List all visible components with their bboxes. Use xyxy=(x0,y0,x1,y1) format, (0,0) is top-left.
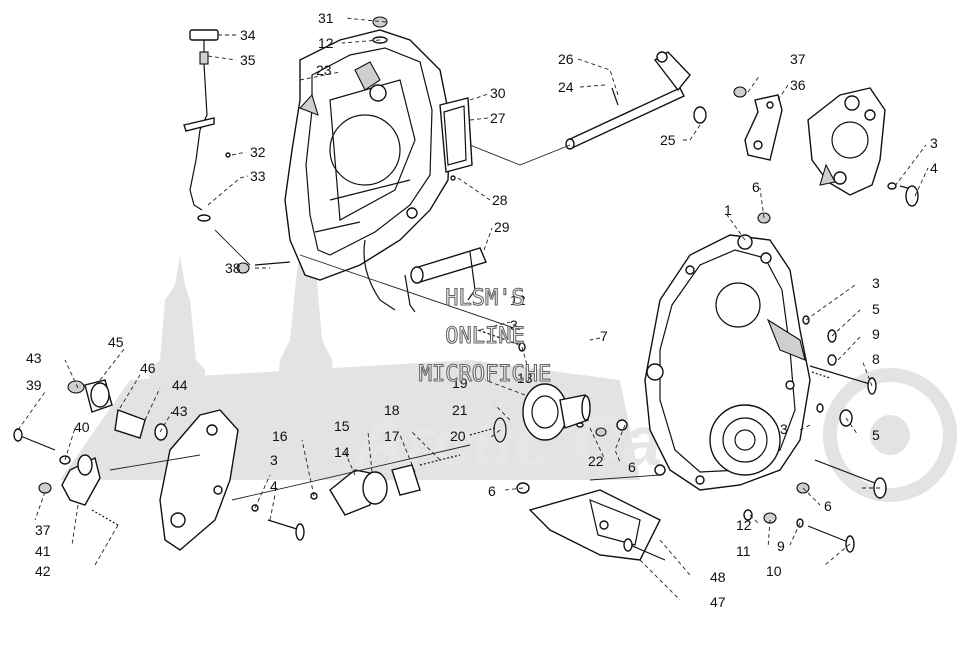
callout-48: 48 xyxy=(710,569,726,585)
callout-43-left: 43 xyxy=(26,350,42,366)
callout-3-right: 3 xyxy=(872,275,880,291)
callout-14: 14 xyxy=(334,444,350,460)
callout-24: 24 xyxy=(558,79,574,95)
skid-block-48 xyxy=(528,489,666,561)
callout-labels: 34 35 32 33 31 12 23 30 27 28 29 38 26 2… xyxy=(26,10,938,610)
callout-35: 35 xyxy=(240,52,256,68)
callout-12-top: 12 xyxy=(318,35,334,51)
callout-8: 8 xyxy=(872,351,880,367)
callout-5-upper: 5 xyxy=(872,301,880,317)
watermark-line-3: MICROFICHE xyxy=(419,362,551,387)
callout-5-lower: 5 xyxy=(872,427,880,443)
callout-28: 28 xyxy=(492,192,508,208)
right-fasteners xyxy=(743,212,887,553)
callout-32: 32 xyxy=(250,144,266,160)
callout-20: 20 xyxy=(450,428,466,444)
callout-42: 42 xyxy=(35,563,51,579)
callout-17: 17 xyxy=(384,428,400,444)
callout-26: 26 xyxy=(558,51,574,67)
callout-39: 39 xyxy=(26,377,42,393)
cap-bolt-31 xyxy=(372,16,388,44)
callout-31: 31 xyxy=(318,10,334,26)
callout-37-left: 37 xyxy=(35,522,51,538)
callout-12-center: 12 xyxy=(510,292,526,308)
callout-19: 19 xyxy=(452,375,468,391)
callout-30: 30 xyxy=(490,85,506,101)
callout-47: 47 xyxy=(710,594,726,610)
leader-lines xyxy=(17,17,929,601)
callout-23: 23 xyxy=(316,62,332,78)
callout-4-top: 4 xyxy=(930,160,938,176)
callout-1: 1 xyxy=(724,202,732,218)
callout-9-lower: 9 xyxy=(777,538,785,554)
callout-16: 16 xyxy=(272,428,288,444)
cover-plate-27 xyxy=(439,97,473,181)
screw-4-top xyxy=(887,182,919,207)
left-small-parts xyxy=(13,261,305,541)
callout-45: 45 xyxy=(108,334,124,350)
callout-6-center: 6 xyxy=(628,459,636,475)
callout-4-left: 4 xyxy=(270,478,278,494)
callout-43-right: 43 xyxy=(172,403,188,419)
callout-41: 41 xyxy=(35,543,51,559)
dipstick-assembly xyxy=(183,29,231,222)
callout-18: 18 xyxy=(384,402,400,418)
main-housing-1 xyxy=(644,234,811,491)
callout-12-bottom: 12 xyxy=(736,517,752,533)
callout-9-upper: 9 xyxy=(872,326,880,342)
callout-6-lower: 6 xyxy=(488,483,496,499)
watermark-line-1: HLSM'S xyxy=(445,286,524,311)
shift-shaft xyxy=(565,51,707,150)
callout-27: 27 xyxy=(490,110,506,126)
callout-3-center: 3 xyxy=(510,317,518,333)
callout-46: 46 xyxy=(140,360,156,376)
callout-21: 21 xyxy=(452,402,468,418)
callout-13: 13 xyxy=(517,370,533,386)
callout-6-top: 6 xyxy=(752,179,760,195)
callout-3-top: 3 xyxy=(930,135,938,151)
housing-cover xyxy=(284,29,451,281)
callout-40: 40 xyxy=(74,419,90,435)
left-cover xyxy=(159,409,239,551)
callout-37-top: 37 xyxy=(790,51,806,67)
callout-10: 10 xyxy=(766,563,782,579)
callout-3-mid: 3 xyxy=(780,421,788,437)
callout-33: 33 xyxy=(250,168,266,184)
shift-housing xyxy=(807,87,886,196)
callout-7: 7 xyxy=(600,328,608,344)
callout-44: 44 xyxy=(172,377,188,393)
watermark-line-2: ONLINE xyxy=(445,324,524,349)
callout-22: 22 xyxy=(588,453,604,469)
latch-rod-29 xyxy=(363,239,487,313)
callout-3-left: 3 xyxy=(270,452,278,468)
callout-34: 34 xyxy=(240,27,256,43)
watermark-text: HLSM'S ONLINE MICROFICHE xyxy=(418,285,552,387)
callout-38: 38 xyxy=(225,260,241,276)
callout-15: 15 xyxy=(334,418,350,434)
callout-29: 29 xyxy=(494,219,510,235)
callout-36: 36 xyxy=(790,77,806,93)
callout-11: 11 xyxy=(736,543,751,559)
callout-25: 25 xyxy=(660,132,676,148)
callout-6-right: 6 xyxy=(824,498,832,514)
shift-lever-36 xyxy=(733,86,783,161)
